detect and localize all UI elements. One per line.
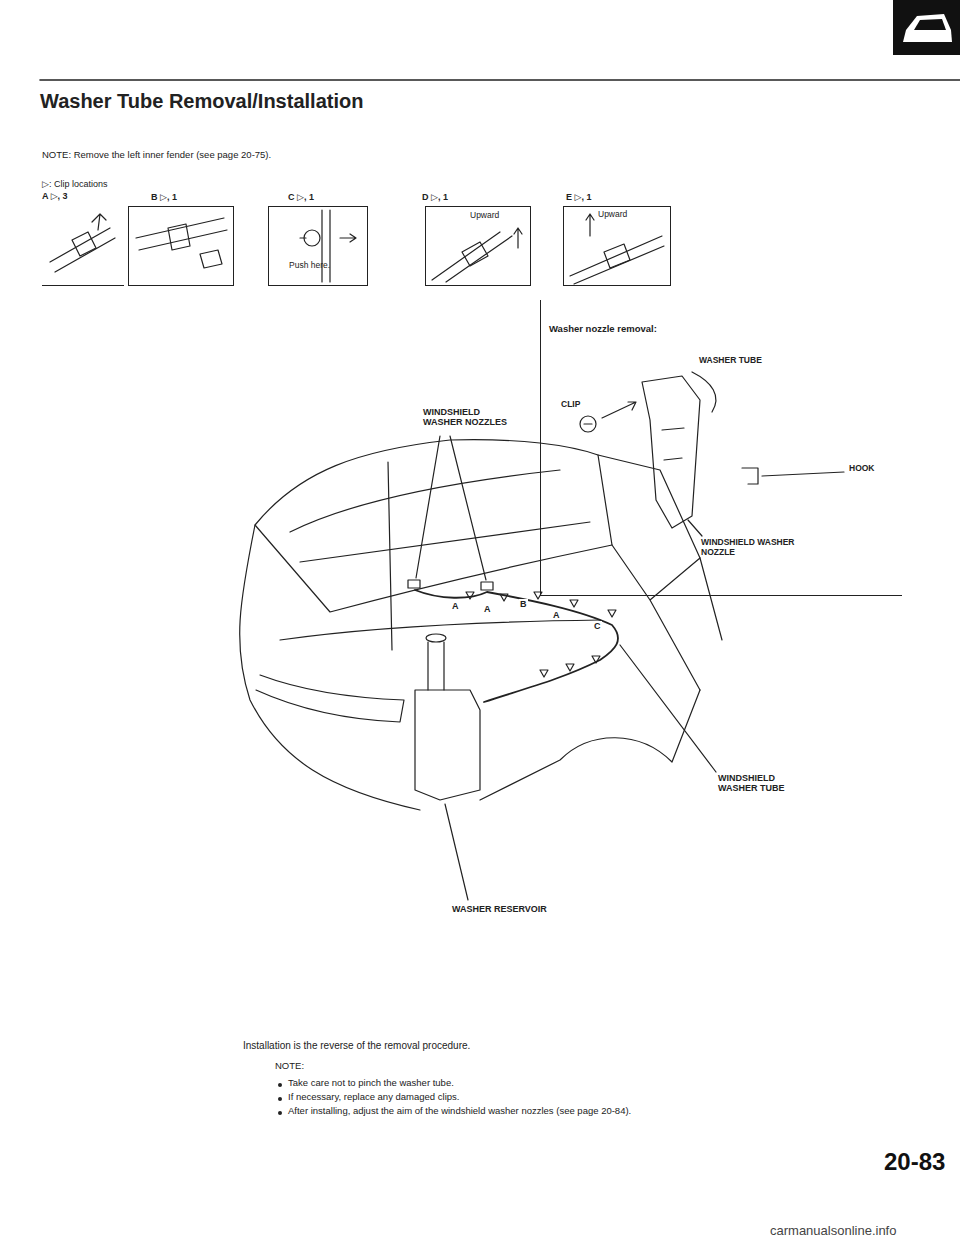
label-anchor: A xyxy=(483,604,492,614)
panel-text: WASHER TUBE xyxy=(699,356,762,366)
watermark: carmanualsonline.info xyxy=(770,1224,896,1239)
label-anchor: A xyxy=(451,601,460,611)
label-anchor: NOTE: xyxy=(275,1061,304,1072)
label-anchor: If necessary, replace any damaged clips. xyxy=(288,1092,459,1103)
text-anchor: Upward xyxy=(598,210,627,220)
note-item: If necessary, replace any damaged clips. xyxy=(288,1092,459,1103)
note-bullets xyxy=(278,1083,282,1115)
label-anchor: C xyxy=(593,621,602,631)
text-anchor: Push here. xyxy=(289,261,330,271)
part-name: WASHER RESERVOIR xyxy=(452,904,547,914)
panel-heading: C ▷, 1 xyxy=(288,192,314,202)
panel-text: Upward xyxy=(470,211,499,221)
label-anchor: After installing, adjust the aim of the … xyxy=(288,1106,631,1117)
panel-text: Upward xyxy=(598,210,627,220)
part-name: WINDSHIELD WASHER TUBE xyxy=(718,773,813,794)
panel-heading: D ▷, 1 xyxy=(422,192,448,202)
clip-detail-d xyxy=(432,228,522,282)
panel-text: Push here. xyxy=(289,261,330,271)
car-icon xyxy=(903,14,952,42)
clip-detail-b xyxy=(136,218,227,268)
text-anchor: A ▷, 3 xyxy=(42,191,68,201)
callout-letter: B xyxy=(519,599,528,609)
text-anchor: Washer nozzle removal: xyxy=(549,324,657,335)
callout-letter: A xyxy=(483,604,492,614)
text-anchor: B ▷, 1 xyxy=(151,192,177,202)
note-heading: NOTE: xyxy=(275,1061,304,1072)
clip-panel: B ▷, 1 xyxy=(128,206,234,286)
panel-text: CLIP xyxy=(561,400,580,410)
legend-note: ▷: Clip locations xyxy=(42,179,107,189)
label-anchor: carmanualsonline.info xyxy=(770,1224,896,1239)
clip-detail-e xyxy=(570,214,664,284)
text-anchor: E ▷, 1 xyxy=(566,192,591,202)
text-anchor: WASHER TUBE xyxy=(699,356,762,366)
panel-heading: Washer nozzle removal: xyxy=(549,324,657,335)
instruction: Installation is the reverse of the remov… xyxy=(243,1040,470,1052)
label-anchor: A xyxy=(552,610,561,620)
clip-panel: D ▷, 1Upward xyxy=(425,206,531,286)
label-anchor: WINDSHIELD WASHER NOZZLES xyxy=(423,407,518,428)
text-anchor: C ▷, 1 xyxy=(288,192,314,202)
clip-detail-c xyxy=(300,210,356,282)
label-anchor: Take care not to pinch the washer tube. xyxy=(288,1078,454,1089)
note: NOTE: Remove the left inner fender (see … xyxy=(42,150,271,161)
label-anchor: ▷: Clip locations xyxy=(42,179,107,189)
text-anchor: CLIP xyxy=(561,400,580,410)
callout-letter: A xyxy=(451,601,460,611)
panel-heading: E ▷, 1 xyxy=(566,192,591,202)
clip-panel: E ▷, 1Upward xyxy=(563,206,671,286)
text-anchor: HOOK xyxy=(849,464,875,474)
label-anchor: 20-83 xyxy=(884,1148,945,1176)
label-anchor: NOTE: Remove the left inner fender (see … xyxy=(42,150,271,161)
page-title: Washer Tube Removal/Installation xyxy=(40,90,363,113)
callout-letter: A xyxy=(552,610,561,620)
callout-letter: C xyxy=(593,621,602,631)
car-illustration xyxy=(240,436,722,900)
panel-text: WINDSHIELD WASHER NOZZLE xyxy=(701,538,801,558)
text-anchor: WINDSHIELD WASHER NOZZLE xyxy=(701,538,801,558)
label-anchor: WINDSHIELD WASHER TUBE xyxy=(718,773,813,794)
note-item: Take care not to pinch the washer tube. xyxy=(288,1078,454,1089)
title-anchor: Washer Tube Removal/Installation xyxy=(40,90,363,113)
clip-panel: A ▷, 3 xyxy=(42,206,124,286)
nozzle-removal-sketch xyxy=(580,372,844,536)
header-rule xyxy=(40,79,960,81)
note-item: After installing, adjust the aim of the … xyxy=(288,1106,631,1117)
car-window xyxy=(914,19,946,30)
text-anchor: Upward xyxy=(470,211,499,221)
label-anchor: Installation is the reverse of the remov… xyxy=(243,1040,470,1052)
panel-heading: B ▷, 1 xyxy=(151,192,177,202)
clip-detail-a xyxy=(50,214,115,272)
page-number: 20-83 xyxy=(884,1148,945,1176)
label-anchor: B xyxy=(519,599,528,609)
panel-text: HOOK xyxy=(849,464,875,474)
section-icon xyxy=(893,0,960,55)
label-anchor: WASHER RESERVOIR xyxy=(452,904,547,914)
clip-panel: C ▷, 1Push here. xyxy=(268,206,368,286)
text-anchor: D ▷, 1 xyxy=(422,192,448,202)
panel-heading: A ▷, 3 xyxy=(42,191,68,201)
part-name: WINDSHIELD WASHER NOZZLES xyxy=(423,407,518,428)
inset-panel: Washer nozzle removal: WASHER TUBE CLIP HOO… xyxy=(540,300,902,596)
